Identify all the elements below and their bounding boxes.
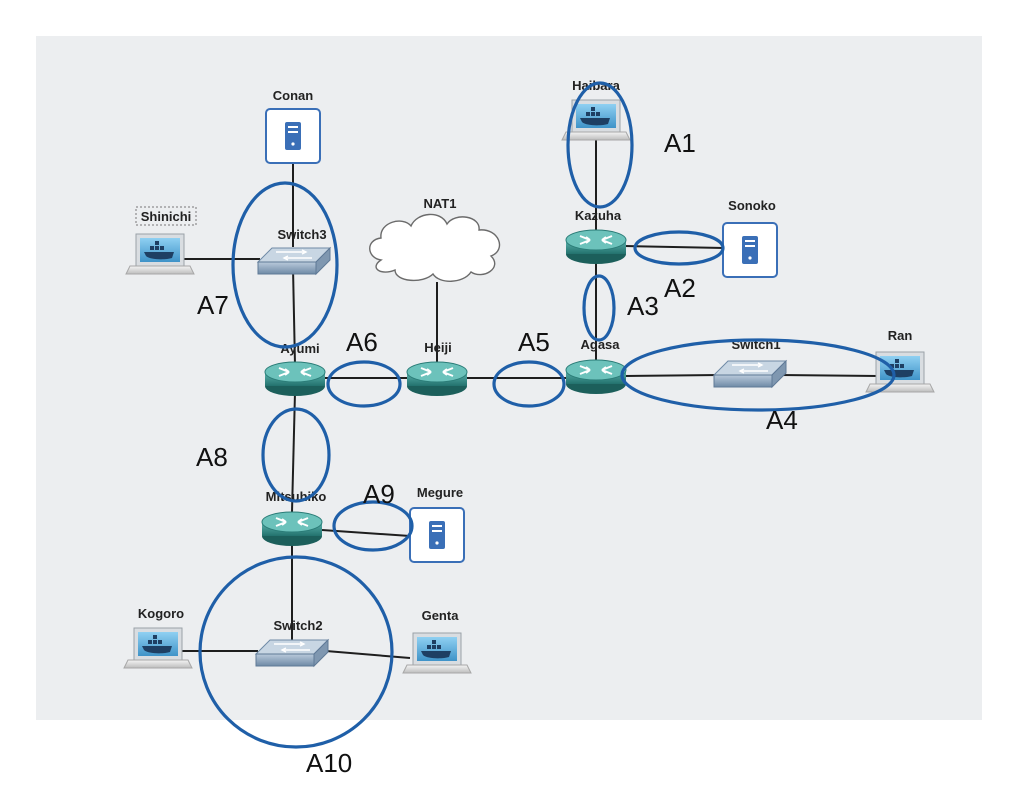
node-switch3-label: Switch3	[277, 227, 326, 242]
node-shinichi-selection-box	[135, 206, 197, 226]
area-a8-label: A8	[196, 442, 228, 472]
node-kazuha[interactable]: Kazuha	[565, 208, 627, 265]
node-conan-label: Conan	[273, 88, 314, 103]
docker-laptop-icon	[123, 627, 193, 669]
node-sonoko[interactable]: Sonoko	[722, 198, 778, 278]
node-mitsuhiko[interactable]: Mitsuhiko	[261, 489, 327, 547]
node-kazuha-label: Kazuha	[575, 208, 622, 223]
area-a10-label: A10	[306, 748, 352, 778]
node-genta-label: Genta	[422, 608, 460, 623]
area-annotations: A1 A2 A3 A4 A5 A6 A7 A8 A9 A10	[196, 81, 896, 778]
link-mitsuhiko-megure[interactable]	[321, 529, 411, 537]
area-a5-ellipse	[492, 360, 566, 408]
node-megure-label: Megure	[417, 485, 463, 500]
node-nat1[interactable]: NAT1	[369, 196, 501, 282]
node-mitsuhiko-label: Mitsuhiko	[266, 489, 327, 504]
link-ayumi-mitsuhiko[interactable]	[291, 391, 296, 513]
server-icon	[409, 507, 465, 563]
link-kazuha-sonoko[interactable]	[624, 245, 725, 249]
area-a10-ellipse	[198, 555, 394, 749]
link-switch2-genta[interactable]	[325, 650, 411, 659]
node-agasa-label: Agasa	[580, 337, 620, 352]
area-a6-ellipse	[326, 360, 402, 408]
node-ayumi-label: Ayumi	[280, 341, 319, 356]
docker-laptop-icon	[125, 233, 195, 275]
node-heiji[interactable]: Heiji	[406, 340, 468, 397]
node-sonoko-label: Sonoko	[728, 198, 776, 213]
node-genta[interactable]: Genta	[402, 608, 472, 674]
server-icon	[722, 222, 778, 278]
area-a9-ellipse	[332, 500, 414, 552]
switch-icon	[257, 247, 331, 275]
node-switch2[interactable]: Switch2	[255, 618, 329, 667]
area-a8-ellipse	[261, 407, 331, 503]
area-a3-label: A3	[627, 291, 659, 321]
node-ran[interactable]: Ran	[865, 328, 935, 393]
area-a5-label: A5	[518, 327, 550, 357]
node-conan[interactable]: Conan	[265, 88, 321, 164]
node-switch3[interactable]: Switch3	[257, 227, 331, 275]
link-agasa-switch1[interactable]	[624, 374, 721, 377]
docker-laptop-icon	[402, 632, 472, 674]
link-switch3-ayumi[interactable]	[292, 267, 296, 366]
area-a3-ellipse	[582, 274, 616, 342]
router-icon	[565, 229, 627, 265]
area-a2-ellipse	[633, 230, 725, 266]
node-shinichi-label: Shinichi	[141, 209, 192, 224]
node-kogoro-label: Kogoro	[138, 606, 184, 621]
server-icon	[265, 108, 321, 164]
switch-icon	[255, 639, 329, 667]
node-heiji-label: Heiji	[424, 340, 451, 355]
router-icon	[261, 511, 323, 547]
area-a1-label: A1	[664, 128, 696, 158]
area-a7-label: A7	[197, 290, 229, 320]
node-kogoro[interactable]: Kogoro	[123, 606, 193, 669]
node-switch2-label: Switch2	[273, 618, 322, 633]
area-a2-label: A2	[664, 273, 696, 303]
area-a9-label: A9	[363, 479, 395, 509]
node-haibara-label: Haibara	[572, 78, 620, 93]
area-a7-ellipse	[231, 181, 339, 349]
node-megure[interactable]: Megure	[409, 485, 465, 563]
node-ran-label: Ran	[888, 328, 913, 343]
node-nat1-label: NAT1	[424, 196, 457, 211]
node-ayumi[interactable]: Ayumi	[264, 341, 326, 397]
area-a1-ellipse	[566, 81, 634, 209]
router-icon	[565, 359, 627, 395]
area-a4-label: A4	[766, 405, 798, 435]
link-switch1-ran[interactable]	[779, 374, 879, 377]
switch-icon	[713, 360, 787, 388]
area-a4-ellipse	[620, 338, 896, 412]
router-icon	[264, 361, 326, 397]
node-shinichi[interactable]: Shinichi	[125, 206, 197, 275]
router-icon	[406, 361, 468, 397]
area-a6-label: A6	[346, 327, 378, 357]
node-agasa[interactable]: Agasa	[565, 337, 627, 395]
